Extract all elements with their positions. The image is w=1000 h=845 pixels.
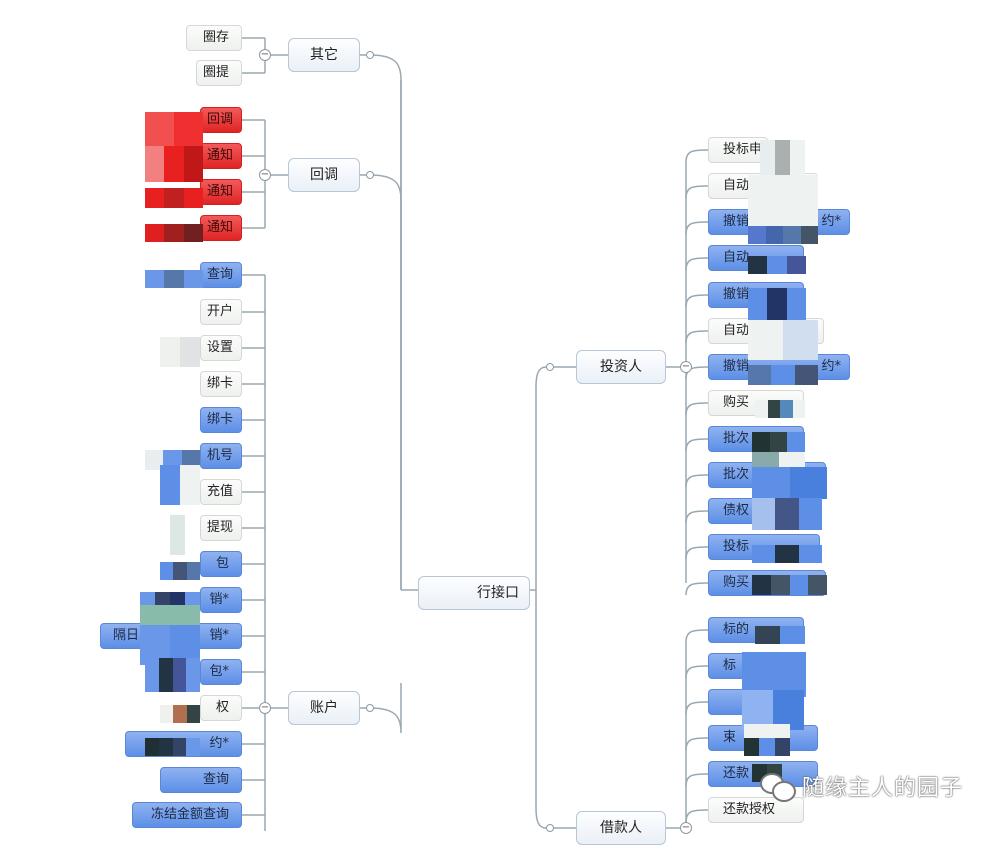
connector-line: [685, 773, 709, 787]
branch-investor[interactable]: 投资人: [576, 350, 666, 384]
connector-line: [685, 402, 709, 416]
leaf-label: 约*: [821, 359, 841, 374]
collapse-other-button[interactable]: −: [259, 49, 271, 61]
pixelated-redaction: [744, 738, 790, 756]
connector-dot: [366, 51, 374, 59]
collapse-investor-button[interactable]: −: [680, 361, 692, 373]
connector-line: [685, 294, 709, 308]
leaf-node[interactable]: 通知: [200, 143, 242, 169]
pixelated-redaction: [748, 226, 818, 244]
leaf-label: 撤销: [723, 214, 750, 229]
pixelated-redaction: [145, 738, 200, 756]
collapse-callback-button[interactable]: −: [259, 169, 271, 181]
pixelated-redaction: [752, 498, 822, 530]
leaf-node[interactable]: 充值: [200, 479, 242, 505]
connector-line: [685, 257, 709, 271]
pixelated-redaction: [748, 256, 806, 274]
leaf-node[interactable]: 查询: [200, 262, 242, 288]
connector-line: [685, 438, 709, 452]
leaf-node[interactable]: 回调: [200, 107, 242, 133]
leaf-label: 约*: [821, 214, 841, 229]
leaf-node[interactable]: 冻结金额查询: [132, 802, 242, 828]
pixelated-redaction: [145, 188, 203, 208]
connector-line: [685, 629, 709, 643]
leaf-node[interactable]: 圈提: [196, 60, 242, 86]
leaf-node[interactable]: 通知: [200, 179, 242, 205]
pixelated-redaction: [145, 224, 203, 242]
connector-line: [685, 546, 709, 560]
connector-dot: [366, 171, 374, 179]
connector-dot: [366, 704, 374, 712]
branch-other[interactable]: 其它: [288, 38, 360, 72]
connector-dot: [546, 363, 554, 371]
leaf-node[interactable]: 绑卡: [200, 371, 242, 397]
leaf-label: 销*: [209, 628, 229, 643]
connector-line: [535, 807, 576, 829]
branch-borrower[interactable]: 借款人: [576, 811, 666, 845]
connector-line: [685, 809, 709, 823]
watermark-text: 随缘主人的园子: [802, 776, 964, 801]
leaf-node[interactable]: 开户: [200, 299, 242, 325]
wechat-icon: [760, 771, 796, 802]
pixelated-redaction: [748, 365, 818, 385]
pixelated-redaction: [744, 724, 790, 738]
leaf-label: 撤销: [723, 359, 750, 374]
pixelated-redaction: [145, 112, 203, 146]
connector-line: [360, 54, 402, 590]
leaf-node[interactable]: 查询: [160, 767, 242, 793]
leaf-node[interactable]: 机号: [200, 443, 242, 469]
leaf-node[interactable]: 通知: [200, 215, 242, 241]
pixelated-redaction: [145, 146, 203, 182]
connector-line: [685, 149, 709, 163]
branch-account[interactable]: 账户: [288, 691, 360, 725]
pixelated-redaction: [752, 575, 827, 595]
pixelated-redaction: [742, 690, 804, 730]
pixelated-redaction: [752, 432, 806, 452]
pixelated-redaction: [752, 467, 827, 499]
pixelated-redaction: [170, 515, 200, 555]
connector-line: [685, 330, 709, 344]
pixelated-redaction: [160, 705, 200, 723]
pixelated-redaction: [160, 337, 200, 367]
leaf-node[interactable]: 提现: [200, 515, 242, 541]
leaf-node[interactable]: 包*: [200, 659, 242, 685]
connector-line: [685, 510, 709, 524]
connector-line: [360, 174, 402, 590]
connector-line: [685, 737, 709, 751]
leaf-node[interactable]: 还款授权: [708, 797, 804, 823]
leaf-label: 隔日: [113, 628, 140, 643]
connector-line: [685, 665, 709, 679]
pixelated-redaction: [748, 288, 806, 322]
leaf-node[interactable]: 圈存: [186, 25, 242, 51]
root-node[interactable]: 行接口: [418, 576, 530, 610]
pixelated-redaction: [145, 270, 203, 288]
collapse-borrower-button[interactable]: −: [680, 822, 692, 834]
connector-line: [685, 221, 709, 235]
leaf-node[interactable]: 销*: [200, 587, 242, 613]
pixelated-redaction: [752, 545, 822, 563]
pixelated-redaction: [145, 658, 200, 692]
connector-line: [685, 185, 709, 199]
leaf-node[interactable]: 投标申: [708, 137, 768, 163]
connector-line: [685, 474, 709, 488]
pixelated-redaction: [160, 562, 200, 580]
pixelated-redaction: [752, 452, 805, 470]
pixelated-redaction: [755, 626, 805, 644]
leaf-node[interactable]: 包: [200, 551, 242, 577]
leaf-node[interactable]: 权: [200, 695, 242, 721]
connector-line: [685, 582, 709, 596]
pixelated-redaction: [742, 652, 806, 697]
watermark: 随缘主人的园子: [760, 770, 963, 802]
connector-line: [685, 701, 709, 715]
collapse-account-button[interactable]: −: [259, 702, 271, 714]
leaf-node[interactable]: 绑卡: [200, 407, 242, 433]
pixelated-redaction: [160, 465, 200, 505]
branch-callback[interactable]: 回调: [288, 158, 360, 192]
connector-line: [535, 366, 576, 388]
leaf-node[interactable]: 设置: [200, 335, 242, 361]
pixelated-redaction: [755, 400, 805, 418]
pixelated-redaction: [748, 320, 818, 360]
